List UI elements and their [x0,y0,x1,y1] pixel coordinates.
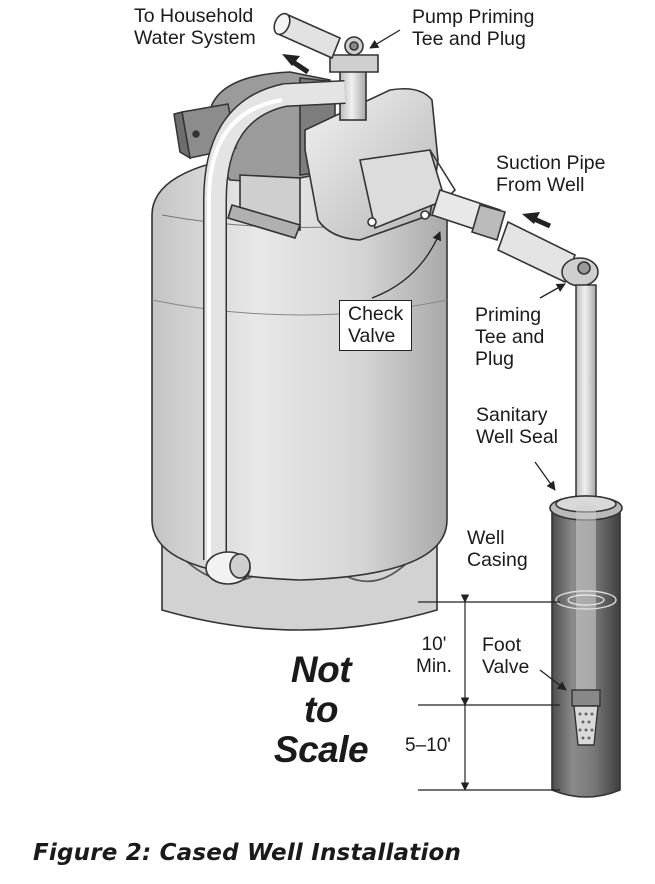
pump-housing [304,87,457,241]
leader-lines [369,29,567,691]
tank-hose [203,80,346,560]
label-min-depth: 10'Min. [416,634,452,677]
dimension-lines [418,594,560,791]
label-depth-range: 5–10' [405,735,451,756]
suction-pipe [430,188,599,287]
figure-caption: Figure 2: Cased Well Installation [33,840,462,866]
flow-arrow-household [282,54,310,75]
tank-fitting [205,551,251,585]
flow-arrow-suction [522,212,552,229]
foot-valve-shape [571,689,601,746]
well-casing-shape [549,495,623,798]
